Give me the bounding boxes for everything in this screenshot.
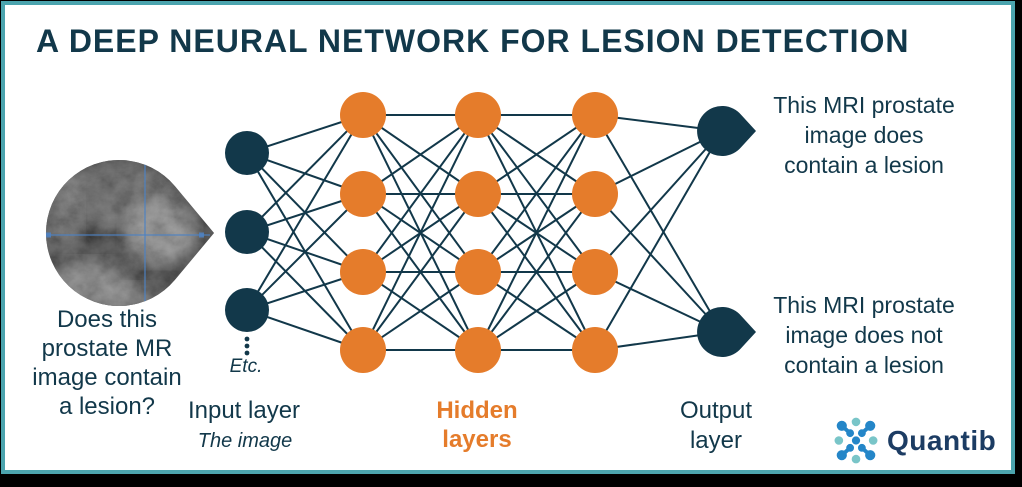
network-edge — [594, 114, 723, 333]
caption-line: image does not — [785, 322, 943, 348]
caption-line: image does — [804, 122, 924, 148]
hidden-node — [572, 92, 618, 138]
quantib-logo-icon — [834, 417, 878, 464]
hidden-node — [455, 249, 501, 295]
network-edge — [477, 114, 596, 273]
hidden-layers-label-line: layers — [442, 426, 512, 453]
network-edge — [594, 193, 723, 333]
etc-label: Etc. — [229, 356, 263, 377]
mri-image — [45, 160, 214, 306]
question-line: Does this — [56, 306, 158, 333]
network-edge — [594, 130, 723, 351]
caption-line: This MRI prostate — [773, 92, 955, 118]
question-line: prostate MR — [41, 335, 173, 362]
network-edge — [362, 271, 479, 351]
hidden-node — [572, 249, 618, 295]
input-node — [225, 210, 269, 254]
network-edge — [362, 193, 479, 351]
network-edge — [477, 114, 596, 351]
caption-line: This MRI prostate — [773, 292, 955, 318]
hidden-layers-label: Hidden layers — [436, 396, 517, 454]
output-layer-label-line: layer — [689, 427, 743, 454]
quantib-logo: Quantib — [833, 416, 996, 465]
hidden-node — [455, 327, 501, 373]
network-edge — [362, 114, 479, 273]
page-title: A DEEP NEURAL NETWORK FOR LESION DETECTI… — [36, 23, 910, 59]
question-text: Does this prostate MR image contain a le… — [32, 305, 181, 421]
output-node — [697, 106, 756, 157]
ellipsis-icon — [244, 336, 250, 356]
network-edge — [362, 114, 479, 195]
input-layer-sublabel: The image — [197, 430, 293, 452]
network-edge — [246, 114, 364, 311]
network-edge — [362, 114, 479, 351]
output-layer-label-line: Output — [679, 397, 753, 424]
input-layer-label: Input layer — [187, 397, 301, 424]
input-node — [225, 288, 269, 332]
question-line: image contain — [32, 364, 182, 391]
hidden-node — [340, 249, 386, 295]
caption-line: contain a lesion — [784, 352, 944, 378]
hidden-node — [455, 92, 501, 138]
quantib-logo-text: Quantib — [887, 424, 997, 456]
hidden-node — [340, 92, 386, 138]
caption-line: contain a lesion — [784, 152, 944, 178]
network-nodes — [225, 92, 756, 373]
hidden-node — [340, 171, 386, 217]
hidden-node — [572, 327, 618, 373]
caption-lesion-negative: This MRI prostate image does not contain… — [773, 290, 955, 380]
network-edges — [246, 114, 723, 351]
input-node — [225, 131, 269, 175]
output-layer-label: Output layer — [680, 396, 752, 456]
hidden-node — [572, 171, 618, 217]
mri-crosshair-icon — [46, 160, 210, 306]
hidden-node — [340, 327, 386, 373]
network-edge — [477, 271, 596, 351]
network-edge — [246, 114, 364, 233]
network-edge — [477, 193, 596, 351]
network-edge — [594, 130, 723, 273]
network-edge — [246, 193, 364, 311]
network-edge — [477, 114, 596, 195]
hidden-node — [455, 171, 501, 217]
output-node — [697, 306, 756, 357]
question-line: a lesion? — [58, 393, 156, 420]
caption-lesion-positive: This MRI prostate image does contain a l… — [773, 90, 955, 180]
hidden-layers-label-line: Hidden — [436, 397, 518, 424]
